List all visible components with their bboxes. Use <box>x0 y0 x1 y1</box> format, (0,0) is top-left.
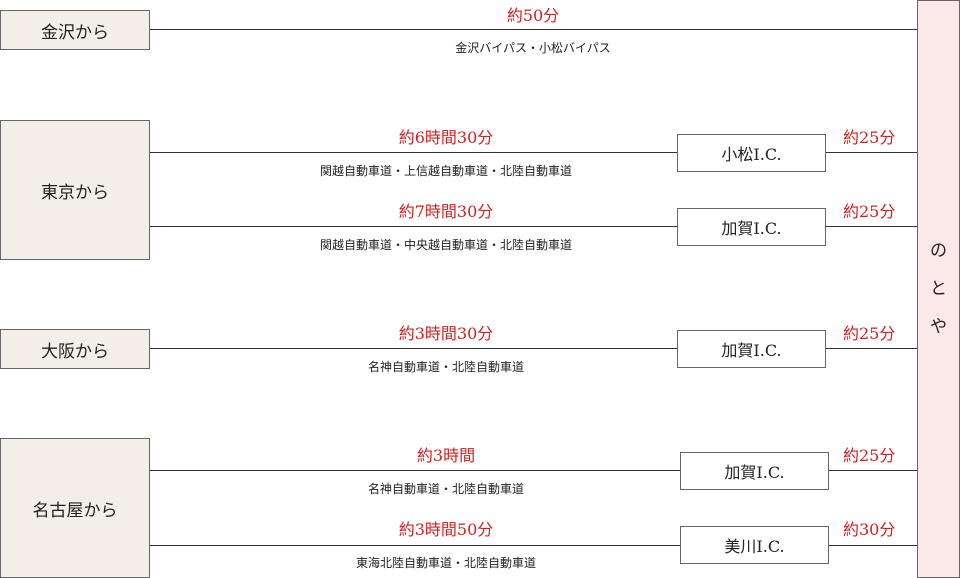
ic-time-tokyo-2: 約25分 <box>843 202 896 221</box>
route-line-osaka <box>150 348 677 349</box>
origin-osaka: 大阪から <box>0 329 150 369</box>
route-time-nagoya-2: 約3時間50分 <box>398 520 494 539</box>
ic-kaga-nagoya: 加賀I.C. <box>680 452 829 490</box>
route-road-nagoya-1: 名神自動車道・北陸自動車道 <box>367 482 525 496</box>
route-line-kanazawa <box>150 29 917 30</box>
destination-box: の と や <box>917 0 960 578</box>
route-line-nagoya-1 <box>150 470 680 471</box>
ic-line-nagoya-2 <box>829 545 917 546</box>
origin-tokyo: 東京から <box>0 120 150 260</box>
ic-line-nagoya-1 <box>829 470 917 471</box>
route-road-tokyo-1: 関越自動車道・上信越自動車道・北陸自動車道 <box>319 164 573 178</box>
ic-line-tokyo-1 <box>826 152 917 153</box>
origin-kanazawa: 金沢から <box>0 10 150 50</box>
ic-time-nagoya-1: 約25分 <box>843 446 896 465</box>
route-time-nagoya-1: 約3時間 <box>416 446 476 465</box>
route-road-nagoya-2: 東海北陸自動車道・北陸自動車道 <box>355 556 537 570</box>
origin-nagoya: 名古屋から <box>0 438 150 578</box>
ic-komatsu: 小松I.C. <box>677 134 826 172</box>
route-road-kanazawa: 金沢バイパス・小松バイパス <box>455 41 611 55</box>
route-time-osaka: 約3時間30分 <box>398 324 494 343</box>
route-time-kanazawa: 約50分 <box>506 6 560 25</box>
ic-mikawa: 美川I.C. <box>680 526 829 564</box>
ic-line-osaka <box>826 348 917 349</box>
route-line-tokyo-2 <box>150 226 677 227</box>
route-time-tokyo-1: 約6時間30分 <box>398 128 494 147</box>
ic-kaga-osaka: 加賀I.C. <box>677 330 826 368</box>
ic-time-tokyo-1: 約25分 <box>843 128 896 147</box>
route-line-nagoya-2 <box>150 545 680 546</box>
route-time-tokyo-2: 約7時間30分 <box>398 202 494 221</box>
destination-char-1: の <box>930 241 947 261</box>
ic-time-nagoya-2: 約30分 <box>843 520 896 539</box>
route-road-tokyo-2: 関越自動車道・中央越自動車道・北陸自動車道 <box>319 238 573 252</box>
route-line-tokyo-1 <box>150 152 677 153</box>
ic-time-osaka: 約25分 <box>843 324 896 343</box>
ic-line-tokyo-2 <box>826 226 917 227</box>
route-road-osaka: 名神自動車道・北陸自動車道 <box>367 360 525 374</box>
destination-char-2: と <box>930 279 947 299</box>
ic-kaga-tokyo: 加賀I.C. <box>677 208 826 246</box>
destination-char-3: や <box>930 317 947 337</box>
